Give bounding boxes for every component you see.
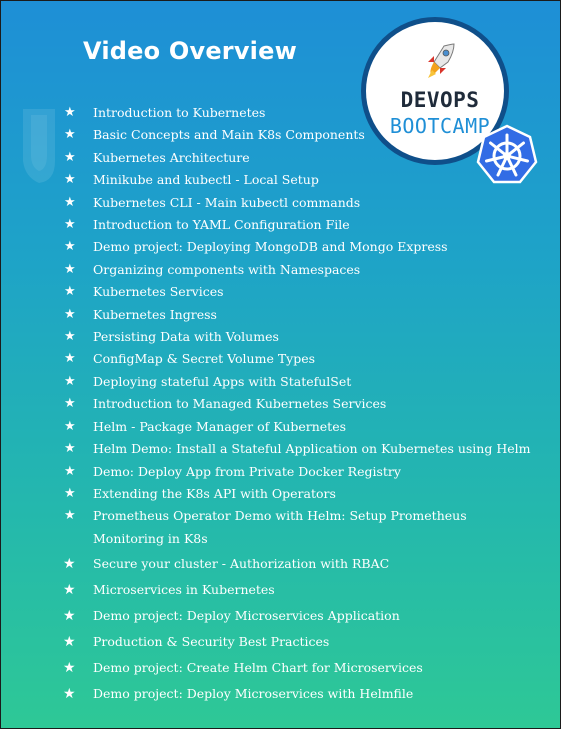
list-item-text: Demo project: Deploying MongoDB and Mong… [93, 239, 448, 255]
star-bullet-icon: ★ [64, 239, 76, 255]
star-bullet-icon: ★ [64, 194, 76, 210]
decorative-shape-icon [23, 109, 55, 183]
star-bullet-icon: ★ [64, 127, 76, 143]
list-item-text: Basic Concepts and Main K8s Components [93, 127, 365, 143]
page-title: Video Overview [83, 37, 297, 65]
star-bullet-icon: ★ [64, 463, 76, 479]
list-item-text: Helm - Package Manager of Kubernetes [93, 418, 347, 434]
video-overview-list: ★ Introduction to Kubernetes ★ Basic Concep… [1, 102, 560, 707]
list-item: ★ Organizing components with Namespaces [1, 259, 560, 281]
list-item-text: Production & Security Best Practices [93, 634, 330, 650]
list-item: ★ Deploying stateful Apps with StatefulSe… [1, 371, 560, 393]
list-item-text: Introduction to Managed Kubernetes Servi… [93, 396, 387, 412]
list-item: ★ Demo project: Deploy Microservices Appl… [1, 603, 560, 629]
star-bullet-icon: ★ [64, 306, 76, 322]
star-bullet-icon: ★ [64, 329, 76, 345]
list-item: ★ Helm Demo: Install a Stateful Applicati… [1, 438, 560, 460]
list-item-text: Deploying stateful Apps with StatefulSet [93, 373, 352, 389]
list-item: ★ Demo project: Deploy Microservices with… [1, 681, 560, 707]
list-item-text: Organizing components with Namespaces [93, 261, 361, 277]
list-item: ★ Kubernetes Ingress [1, 304, 560, 326]
list-item: ★ Microservices in Kubernetes [1, 577, 560, 603]
list-item: ★ Demo: Deploy App from Private Docker Re… [1, 461, 560, 483]
kubernetes-helm-icon [476, 124, 538, 184]
list-item-text: Demo project: Deploy Microservices Appli… [93, 608, 400, 624]
list-item: ★ Introduction to YAML Configuration File [1, 214, 560, 236]
list-item-text: Kubernetes CLI - Main kubectl commands [93, 194, 361, 210]
star-bullet-icon: ★ [64, 261, 76, 277]
star-bullet-icon: ★ [64, 149, 76, 165]
list-item-text: Demo project: Deploy Microservices with … [93, 686, 414, 702]
star-bullet-icon: ★ [63, 582, 76, 599]
star-bullet-icon: ★ [64, 508, 76, 524]
list-item-text: Microservices in Kubernetes [93, 582, 275, 598]
star-bullet-icon: ★ [64, 217, 76, 233]
star-bullet-icon: ★ [63, 608, 76, 625]
star-bullet-icon: ★ [64, 418, 76, 434]
list-item: ★ Production & Security Best Practices [1, 629, 560, 655]
list-item: ★ Persisting Data with Volumes [1, 326, 560, 348]
list-item: ★ Minikube and kubectl - Local Setup [1, 169, 560, 191]
star-bullet-icon: ★ [64, 441, 76, 457]
star-bullet-icon: ★ [63, 634, 76, 651]
list-item-text: Introduction to Kubernetes [93, 105, 266, 120]
star-bullet-icon: ★ [63, 686, 76, 703]
list-item-text: Demo: Deploy App from Private Docker Reg… [93, 463, 401, 479]
list-item-text: Kubernetes Services [93, 284, 224, 300]
list-item-text: Kubernetes Architecture [93, 149, 250, 165]
list-item: ★ Demo project: Deploying MongoDB and Mon… [1, 236, 560, 258]
star-bullet-icon: ★ [64, 105, 76, 120]
list-item-text: Kubernetes Ingress [93, 306, 217, 322]
star-bullet-icon: ★ [64, 396, 76, 412]
list-item: ★ Kubernetes CLI - Main kubectl commands [1, 192, 560, 214]
list-item-text: Minikube and kubectl - Local Setup [93, 172, 319, 188]
star-bullet-icon: ★ [64, 284, 76, 300]
list-item-text: Demo project: Create Helm Chart for Micr… [93, 660, 423, 676]
star-bullet-icon: ★ [64, 373, 76, 389]
list-item: ★ Introduction to Kubernetes [1, 102, 560, 124]
list-item: ★ Prometheus Operator Demo with Helm: Set… [1, 505, 560, 550]
list-item: ★ Introduction to Managed Kubernetes Serv… [1, 393, 560, 415]
list-item-text: ConfigMap & Secret Volume Types [93, 351, 316, 367]
list-item-text: Extending the K8s API with Operators [93, 485, 336, 501]
star-bullet-icon: ★ [64, 172, 76, 188]
list-item: ★ Demo project: Create Helm Chart for Mic… [1, 655, 560, 681]
list-item-text: Persisting Data with Volumes [93, 329, 279, 345]
star-bullet-icon: ★ [63, 556, 76, 573]
list-item: ★ Kubernetes Services [1, 281, 560, 303]
list-item-text: Introduction to YAML Configuration File [93, 217, 350, 233]
logo-text-bootcamp: BOOTCAMP [389, 114, 491, 138]
list-item: ★ Helm - Package Manager of Kubernetes [1, 416, 560, 438]
list-item-text: Prometheus Operator Demo with Helm: Setu… [93, 508, 467, 546]
list-item-text: Helm Demo: Install a Stateful Applicatio… [93, 441, 531, 457]
star-bullet-icon: ★ [64, 351, 76, 367]
devops-bootcamp-logo: DEVOPS BOOTCAMP [361, 17, 551, 207]
list-item: ★ Extending the K8s API with Operators [1, 483, 560, 505]
logo-text-devops: DEVOPS [400, 88, 480, 112]
star-bullet-icon: ★ [64, 485, 76, 501]
list-item: ★ Secure your cluster - Authorization wit… [1, 551, 560, 577]
list-item: ★ ConfigMap & Secret Volume Types [1, 348, 560, 370]
list-item-text: Secure your cluster - Authorization with… [93, 556, 390, 572]
list-item: ★ Kubernetes Architecture [1, 147, 560, 169]
rocket-icon [428, 43, 455, 78]
star-bullet-icon: ★ [63, 660, 76, 677]
list-item: ★ Basic Concepts and Main K8s Components [1, 124, 560, 146]
